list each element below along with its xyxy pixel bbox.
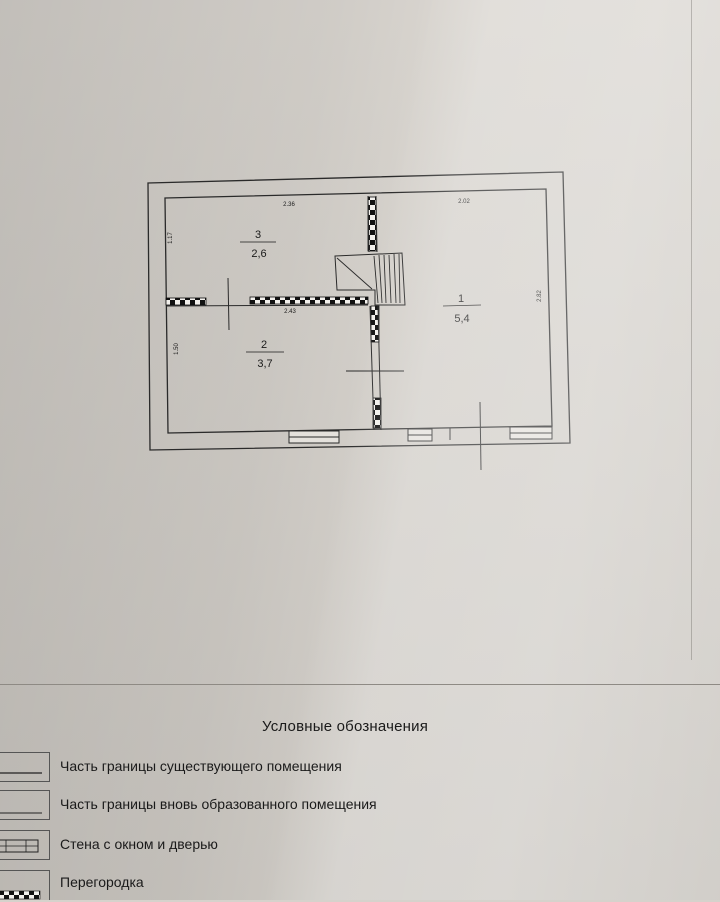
- section-divider: [0, 684, 720, 685]
- partition-lines: [165, 195, 382, 431]
- sheet-edge: [691, 0, 692, 660]
- svg-text:3,7: 3,7: [257, 358, 272, 370]
- window-wall-symbol: [0, 830, 50, 860]
- svg-text:3: 3: [255, 229, 261, 241]
- dimension-right: 2.82: [537, 290, 543, 302]
- existing-boundary-symbol: [0, 752, 50, 782]
- svg-text:2: 2: [261, 339, 267, 351]
- legend-item-window-wall: Стена с окном и дверью: [0, 830, 720, 862]
- legend-label: Часть границы вновь образованного помеще…: [60, 796, 377, 812]
- partition-symbol: [0, 870, 50, 900]
- legend-item-new-boundary: Часть границы вновь образованного помеще…: [0, 790, 720, 822]
- partitions: [165, 196, 382, 429]
- room-label-2: 2 3,7: [246, 339, 284, 370]
- window-openings: [288, 426, 553, 444]
- svg-text:2,6: 2,6: [251, 248, 266, 260]
- dimension-left-upper: 1.17: [168, 232, 174, 244]
- room-label-1: 1 5,4: [442, 293, 482, 325]
- floor-plan: 1 5,4 2 3,7 3 2,6 2.36 2.02 2.43 1.17 1.…: [147, 171, 571, 471]
- legend-label: Часть границы существующего помещения: [60, 758, 342, 774]
- legend-item-existing-boundary: Часть границы существующего помещения: [0, 752, 720, 784]
- outer-wall: [147, 171, 571, 451]
- legend-item-partition: Перегородка: [0, 870, 720, 902]
- svg-text:5,4: 5,4: [454, 313, 469, 325]
- legend-title: Условные обозначения: [262, 718, 429, 735]
- dimension-top-right: 2.02: [458, 199, 470, 205]
- dimension-left-lower: 1.50: [174, 343, 180, 355]
- legend-label: Стена с окном и дверью: [60, 836, 218, 852]
- room-label-3: 3 2,6: [240, 229, 276, 260]
- stairs: [334, 252, 406, 306]
- dimension-partition: 2.43: [284, 309, 296, 315]
- dimension-top-left: 2.36: [283, 202, 295, 208]
- legend-label: Перегородка: [60, 874, 144, 890]
- new-boundary-symbol: [0, 790, 50, 820]
- svg-text:1: 1: [458, 293, 464, 305]
- door-markers: [227, 277, 482, 471]
